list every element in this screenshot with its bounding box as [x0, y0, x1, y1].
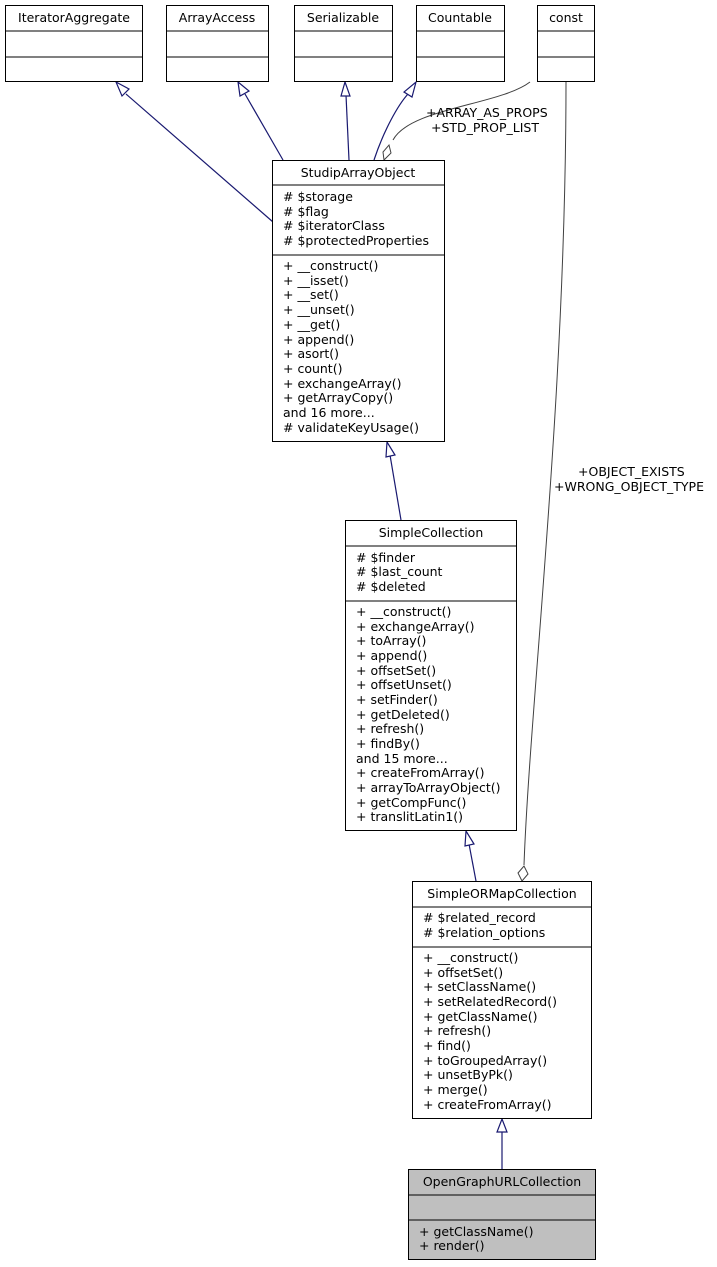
inheritance-arrowhead-simplecollection	[464, 829, 475, 847]
method: + __construct()	[283, 258, 378, 273]
inheritance-arrowhead-arrayaccess	[237, 80, 251, 97]
method: + offsetSet()	[423, 965, 503, 980]
edge-label-array-as-props: +ARRAY_AS_PROPS	[426, 105, 548, 120]
attribute: # $storage	[283, 189, 353, 204]
composition-diamond-studiparrayobject	[382, 143, 392, 162]
inheritance-edge-iteratoraggregate	[125, 93, 274, 223]
class-const[interactable]: const	[537, 5, 595, 82]
method: + offsetSet()	[356, 663, 436, 678]
method: + __isset()	[283, 273, 349, 288]
method: + findBy()	[356, 736, 420, 751]
class-name: OpenGraphURLCollection	[423, 1174, 581, 1189]
class-countable[interactable]: Countable	[416, 5, 505, 82]
class-name: StudipArrayObject	[301, 165, 416, 180]
method: + __construct()	[356, 604, 451, 619]
method: + render()	[419, 1238, 484, 1253]
class-studiparrayobject[interactable]: StudipArrayObject # $storage # $flag # $…	[272, 160, 445, 442]
method: + getArrayCopy()	[283, 390, 393, 405]
class-iteratoraggregate[interactable]: IteratorAggregate	[5, 5, 143, 82]
attribute: # $last_count	[356, 564, 443, 579]
method: + setRelatedRecord()	[423, 994, 557, 1009]
class-name: Countable	[428, 10, 492, 25]
method: + getCompFunc()	[356, 795, 466, 810]
method: + unsetByPk()	[423, 1067, 513, 1082]
method: + offsetUnset()	[356, 677, 452, 692]
class-name: ArrayAccess	[179, 10, 255, 25]
method: + exchangeArray()	[283, 376, 402, 391]
inheritance-arrowhead-studiparrayobject	[385, 440, 396, 458]
attribute: # $relation_options	[423, 925, 545, 940]
attribute-list: # $finder # $last_count # $deleted	[356, 550, 443, 594]
method: + createFromArray()	[356, 765, 485, 780]
class-serializable[interactable]: Serializable	[294, 5, 393, 82]
method: + setClassName()	[423, 979, 536, 994]
method: + refresh()	[356, 721, 424, 736]
attribute: # $related_record	[423, 910, 536, 925]
method: + createFromArray()	[423, 1097, 552, 1112]
method: + append()	[356, 648, 427, 663]
composition-edge-const-simpleormapcollection	[523, 81, 567, 866]
inheritance-edge-simplecollection	[468, 843, 477, 882]
class-name: const	[549, 10, 583, 25]
inheritance-arrowhead-serializable	[340, 80, 351, 97]
edge-labels: +ARRAY_AS_PROPS +STD_PROP_LIST +OBJECT_E…	[426, 105, 704, 494]
method: + asort()	[283, 346, 339, 361]
composition-edge-const-studiparrayobject	[392, 81, 531, 141]
edge-label-std-prop-list: +STD_PROP_LIST	[431, 120, 539, 135]
attribute: # $iteratorClass	[283, 218, 385, 233]
method-list: + getClassName() + render()	[419, 1224, 534, 1253]
class-name: SimpleCollection	[379, 525, 484, 540]
method: + setFinder()	[356, 692, 438, 707]
method: + find()	[423, 1038, 471, 1053]
method: + translitLatin1()	[356, 809, 463, 824]
method: + exchangeArray()	[356, 619, 475, 634]
method: + refresh()	[423, 1023, 491, 1038]
attribute-list: # $related_record # $relation_options	[423, 910, 545, 940]
method-list: + __construct() + exchangeArray() + toAr…	[356, 604, 501, 824]
method: and 15 more...	[356, 751, 448, 766]
method: + __construct()	[423, 950, 518, 965]
inheritance-edge-serializable	[345, 94, 350, 161]
method: + getClassName()	[423, 1009, 538, 1024]
method: + merge()	[423, 1082, 488, 1097]
inheritance-arrowhead-simpleormapcollection	[496, 1117, 508, 1133]
method: + count()	[283, 361, 342, 376]
class-name: IteratorAggregate	[18, 10, 130, 25]
method: + __unset()	[283, 302, 355, 317]
class-arrayaccess[interactable]: ArrayAccess	[166, 5, 269, 82]
attribute: # $finder	[356, 550, 416, 565]
edge-label-object-exists: +OBJECT_EXISTS	[578, 464, 685, 479]
class-simplecollection[interactable]: SimpleCollection # $finder # $last_count…	[345, 520, 517, 831]
composition-diamond-simpleormapcollection	[517, 865, 529, 882]
method: + getClassName()	[419, 1224, 534, 1239]
method: + toGroupedArray()	[423, 1053, 547, 1068]
class-name: Serializable	[307, 10, 379, 25]
inheritance-arrowhead-iteratoraggregate	[114, 80, 130, 98]
attribute: # $deleted	[356, 579, 426, 594]
attribute: # $protectedProperties	[283, 233, 429, 248]
edges	[114, 80, 567, 1169]
method-list: + __construct() + offsetSet() + setClass…	[423, 950, 557, 1112]
method: # validateKeyUsage()	[283, 420, 419, 435]
attribute-list: # $storage # $flag # $iteratorClass # $p…	[283, 189, 429, 248]
method: and 16 more...	[283, 405, 375, 420]
method: + toArray()	[356, 633, 426, 648]
inheritance-edge-countable	[373, 93, 409, 161]
class-opengraphurlcollection[interactable]: OpenGraphURLCollection + getClassName() …	[408, 1169, 596, 1260]
attribute: # $flag	[283, 204, 329, 219]
class-name: SimpleORMapCollection	[427, 886, 576, 901]
inheritance-arrowhead-countable	[402, 80, 418, 98]
edge-label-wrong-object-type: +WRONG_OBJECT_TYPE	[554, 479, 704, 494]
method: + getDeleted()	[356, 707, 450, 722]
method: + __get()	[283, 317, 340, 332]
class-simpleormapcollection[interactable]: SimpleORMapCollection # $related_record …	[412, 881, 592, 1119]
method-list: + __construct() + __isset() + __set() + …	[283, 258, 419, 435]
inheritance-edge-arrayaccess	[244, 93, 284, 161]
method: + __set()	[283, 287, 339, 302]
inheritance-edge-studiparrayobject	[389, 454, 402, 521]
method: + arrayToArrayObject()	[356, 780, 501, 795]
method: + append()	[283, 332, 354, 347]
